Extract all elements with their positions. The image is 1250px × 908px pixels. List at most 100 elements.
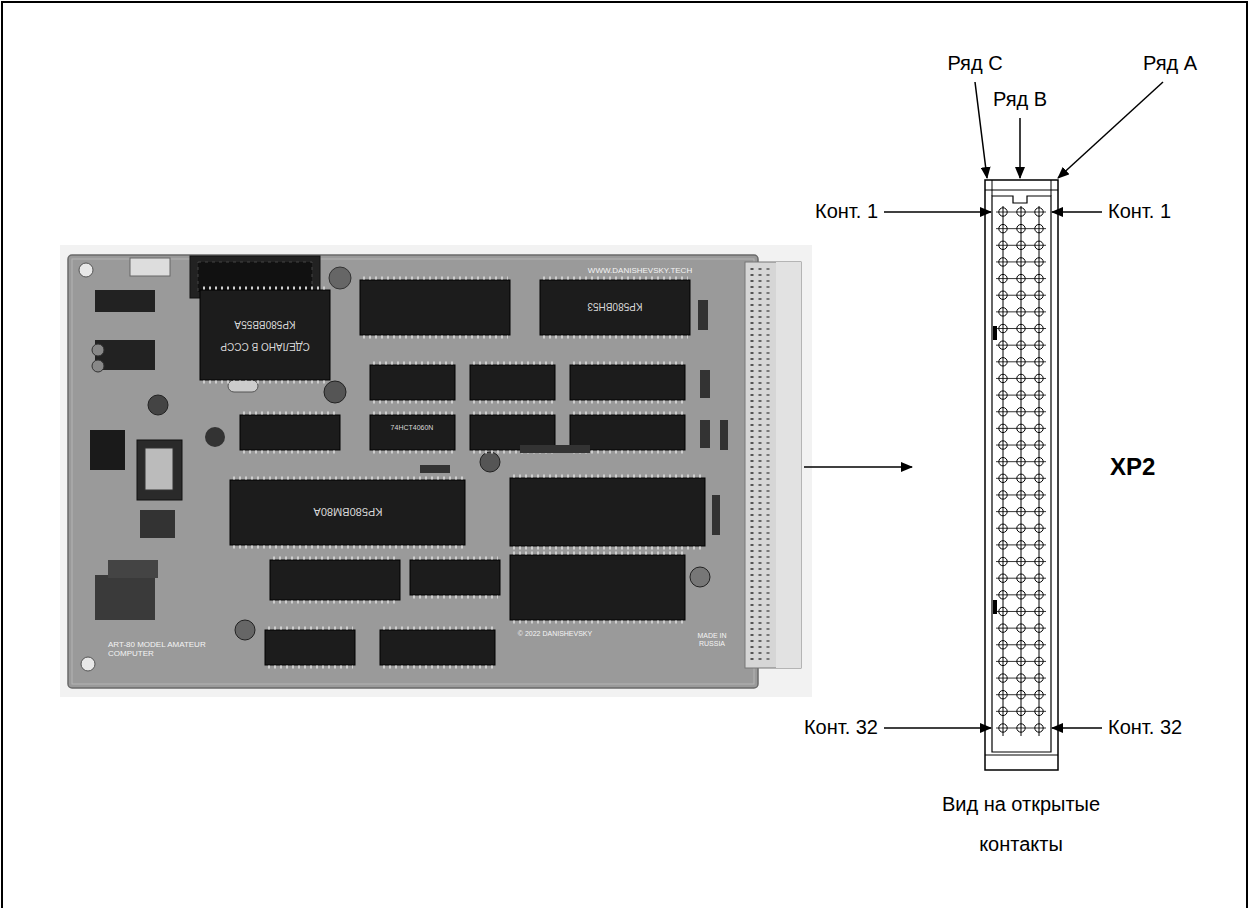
contact-pin <box>1035 624 1043 632</box>
contact-pin <box>1017 208 1025 216</box>
contact-pin <box>999 707 1007 715</box>
pin-tick <box>996 594 1046 595</box>
contact-pin <box>999 691 1007 699</box>
contact-pin <box>999 358 1007 366</box>
contact-pin <box>1035 308 1043 316</box>
row-label: Ряд C <box>930 52 1020 75</box>
contact-pin <box>1035 607 1043 615</box>
pin-tick <box>996 494 1046 495</box>
contact-pin <box>999 341 1007 349</box>
contact-pin <box>999 291 1007 299</box>
contact-pin <box>999 591 1007 599</box>
pin-tick <box>996 395 1046 396</box>
contact-pin <box>1017 624 1025 632</box>
view-note: Вид на открытые контакты <box>926 784 1116 864</box>
contact-pin <box>1035 541 1043 549</box>
contact-pin <box>1017 541 1025 549</box>
contact-pin <box>999 641 1007 649</box>
contact-pin <box>1017 507 1025 515</box>
pin-tick <box>996 644 1046 645</box>
pin-label: Конт. 1 <box>758 200 878 223</box>
pin-tick <box>996 578 1046 579</box>
contact-pin <box>1017 524 1025 532</box>
contact-pin <box>1017 657 1025 665</box>
chip-marking: KP580BM80A <box>268 505 428 518</box>
contact-pin <box>1035 424 1043 432</box>
contact-pin <box>999 657 1007 665</box>
contact-pin <box>999 624 1007 632</box>
contact-pin <box>1017 274 1025 282</box>
pin-tick <box>996 611 1046 612</box>
contact-pin <box>999 391 1007 399</box>
pin-tick <box>996 711 1046 712</box>
contact-pin <box>999 224 1007 232</box>
pin-tick <box>996 261 1046 262</box>
contact-pin <box>1017 358 1025 366</box>
contact-pin <box>1017 491 1025 499</box>
contact-pin <box>1017 707 1025 715</box>
pin-tick <box>996 694 1046 695</box>
pin-row-line <box>1039 206 1040 736</box>
pin-tick <box>996 728 1046 729</box>
pointer-arrow <box>804 466 912 468</box>
contact-pin <box>1017 557 1025 565</box>
contact-pin <box>1017 424 1025 432</box>
chip-marking: СДЕЛАНО В СССР <box>205 340 325 352</box>
contact-pin <box>999 374 1007 382</box>
contact-pin <box>1035 574 1043 582</box>
pin-tick <box>996 212 1046 213</box>
contact-pin <box>1035 457 1043 465</box>
chip-marking: KP580BB55A <box>205 318 325 330</box>
contact-pin <box>999 524 1007 532</box>
contact-pin <box>1035 507 1043 515</box>
pin-tick <box>996 561 1046 562</box>
contact-pin <box>1017 474 1025 482</box>
pin-tick <box>996 361 1046 362</box>
pin-tick <box>996 661 1046 662</box>
contact-pin <box>1035 374 1043 382</box>
contact-pin <box>999 324 1007 332</box>
contact-pin <box>1035 691 1043 699</box>
contact-pin <box>999 557 1007 565</box>
contact-pin <box>1017 291 1025 299</box>
chip-marking: KP580BH53 <box>550 300 680 312</box>
pin-tick <box>996 511 1046 512</box>
pin-label: Конт. 32 <box>1108 716 1228 739</box>
contact-pin <box>999 541 1007 549</box>
contact-pin <box>1017 258 1025 266</box>
board-photo <box>60 245 812 697</box>
pin-tick <box>996 378 1046 379</box>
contact-pin <box>1017 574 1025 582</box>
contact-pin <box>1017 691 1025 699</box>
contact-pin <box>1035 657 1043 665</box>
contact-pin <box>999 258 1007 266</box>
pin-tick <box>996 628 1046 629</box>
pin-tick <box>996 411 1046 412</box>
contact-pin <box>1017 241 1025 249</box>
pin-tick <box>996 328 1046 329</box>
contact-pin <box>1035 258 1043 266</box>
silkscreen-text: MADE IN RUSSIA <box>692 632 732 648</box>
contact-pin <box>1017 224 1025 232</box>
silkscreen-text: © 2022 DANISHEVSKY <box>500 630 610 638</box>
contact-pin <box>1035 291 1043 299</box>
contact-pin <box>1017 457 1025 465</box>
pin-tick <box>996 461 1046 462</box>
contact-pin <box>1035 641 1043 649</box>
contact-pin <box>1017 408 1025 416</box>
contact-pin <box>1017 641 1025 649</box>
contact-pin <box>1035 408 1043 416</box>
pin-tick <box>996 528 1046 529</box>
contact-pin <box>999 424 1007 432</box>
contact-pin <box>999 507 1007 515</box>
contact-pin <box>1017 391 1025 399</box>
contact-pin <box>1035 474 1043 482</box>
silkscreen-text: ART-80 MODEL AMATEUR COMPUTER <box>108 640 208 658</box>
pin-label: Конт. 1 <box>1108 200 1228 223</box>
contact-pin <box>999 607 1007 615</box>
contact-pin <box>1035 441 1043 449</box>
contact-pin <box>1017 441 1025 449</box>
